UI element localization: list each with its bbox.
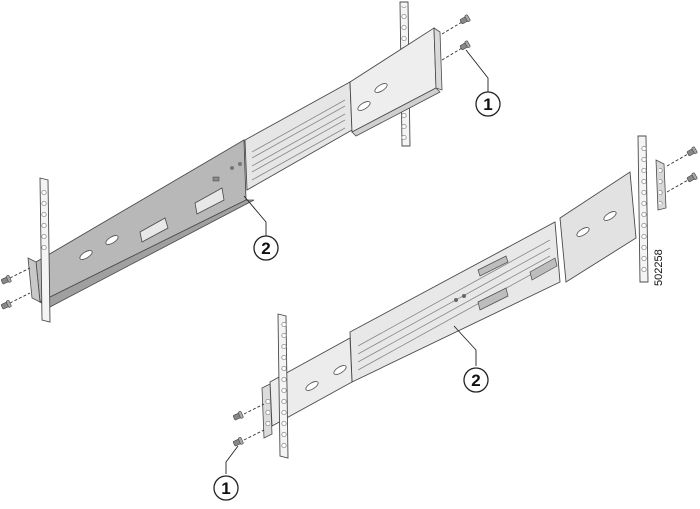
figure-id-label: 502258: [653, 249, 665, 286]
rear-bracket-lower: [559, 159, 667, 283]
callout-number: 2: [471, 371, 480, 390]
rail-slide-section-upper: [244, 81, 353, 191]
lower-rail-assembly: [232, 135, 698, 459]
callout-number: 2: [261, 239, 270, 258]
callout-2-right: 2: [453, 325, 489, 393]
callout-1-bottom: 1: [213, 445, 239, 501]
callout-1-top: 1: [465, 49, 501, 117]
rail-slide-section-lower: [349, 221, 561, 383]
front-rack-post-upper: [39, 177, 51, 323]
screws-upper-rear: [441, 14, 471, 61]
rail-front-section-lower: [261, 337, 353, 439]
rail-front-section-upper: [27, 139, 255, 309]
front-rack-post-lower: [277, 313, 289, 459]
upper-rail-assembly: [0, 1, 471, 323]
screws-lower-front: [232, 403, 265, 448]
rear-rack-post-lower: [637, 135, 649, 283]
screws-lower-rear: [666, 146, 698, 193]
callout-number: 1: [483, 95, 492, 114]
callout-number: 1: [221, 479, 230, 498]
screws-upper-front: [0, 267, 31, 311]
rear-bracket-upper: [349, 27, 443, 137]
callout-2-left: 2: [243, 195, 279, 261]
